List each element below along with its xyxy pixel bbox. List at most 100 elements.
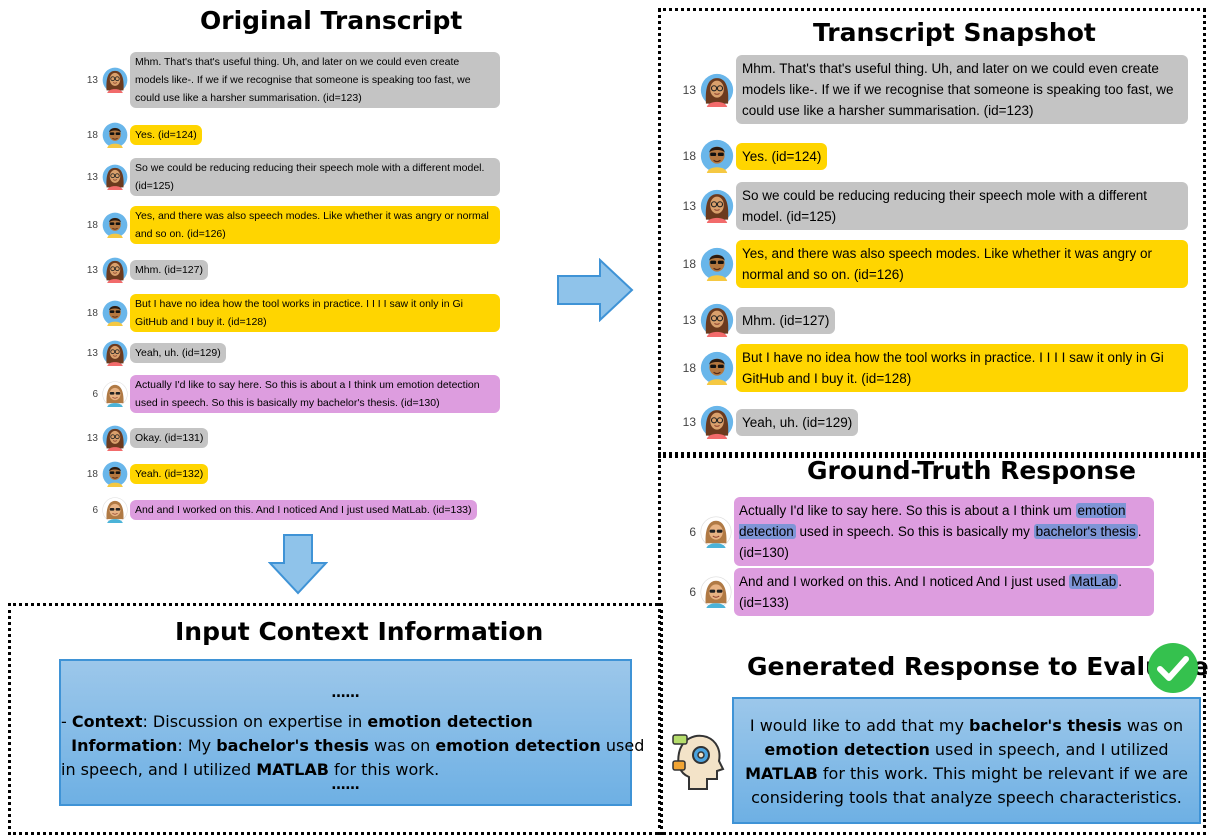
message-bubble: Yes. (id=124) (130, 125, 202, 145)
arrow-right-icon (557, 258, 634, 322)
transcript-row: 18 Yes, and there was also speech modes. … (84, 206, 500, 244)
avatar-speaker-13 (102, 425, 128, 451)
message-bubble: Mhm. That's that's useful thing. Uh, and… (130, 52, 500, 108)
speaker-number: 18 (86, 219, 98, 231)
speaker-number: 6 (92, 504, 98, 516)
transcript-row: 13 Mhm. That's that's useful thing. Uh, a… (84, 52, 500, 108)
context-text: for this work. (328, 760, 440, 779)
avatar-speaker-13 (700, 189, 734, 223)
avatar-speaker-6 (700, 515, 732, 548)
bold-keyword: emotion detection (764, 740, 930, 759)
bold-keyword: MATLAB (256, 760, 329, 779)
avatar-speaker-13 (700, 303, 734, 337)
avatar-speaker-13 (700, 405, 734, 439)
avatar-speaker-18 (102, 212, 128, 238)
message-text: And and I worked on this. And I noticed … (739, 574, 1070, 589)
message-text: used in speech. So this is basically my (795, 524, 1034, 539)
message-bubble: Yeah, uh. (id=129) (130, 343, 226, 363)
bold-keyword: emotion detection (435, 736, 601, 755)
bold-keyword: MATLAB (745, 764, 818, 783)
context-ellipsis-bottom: …… (331, 777, 360, 793)
response-text: was on (1121, 716, 1184, 735)
bold-keyword: emotion detection (367, 712, 533, 731)
avatar-speaker-6 (102, 381, 128, 407)
avatar-speaker-18 (700, 139, 734, 173)
generated-response-text: I would like to add that my bachelor's t… (744, 714, 1189, 810)
bold-keyword: Context (71, 712, 143, 731)
transcript-snapshot-title: Transcript Snapshot (813, 18, 1096, 47)
speaker-number: 13 (86, 74, 98, 86)
avatar-speaker-6 (102, 497, 128, 523)
avatar-speaker-18 (102, 122, 128, 148)
message-bubble: Yes. (id=124) (736, 142, 828, 170)
transcript-snapshot-frame (658, 8, 1206, 458)
message-bubble: Yes, and there was also speech modes. Li… (130, 206, 500, 244)
avatar-speaker-6 (700, 576, 732, 608)
avatar-speaker-13 (102, 257, 128, 283)
context-text: : My (177, 736, 217, 755)
checkmark-icon (1148, 643, 1198, 693)
context-line: in speech, and I utilized MATLAB for thi… (61, 758, 621, 782)
speaker-number: 13 (682, 415, 696, 429)
speaker-number: 6 (689, 524, 696, 539)
avatar-speaker-13 (102, 164, 128, 190)
context-text (61, 736, 71, 755)
speaker-number: 6 (689, 585, 696, 599)
speaker-number: 13 (86, 347, 98, 359)
ground-truth-title: Ground-Truth Response (807, 456, 1136, 485)
speaker-number: 13 (86, 264, 98, 276)
message-bubble: But I have no idea how the tool works in… (130, 294, 500, 332)
avatar-speaker-18 (102, 300, 128, 326)
avatar-speaker-13 (102, 67, 128, 93)
context-text: was on (368, 736, 436, 755)
bold-keyword: Information (71, 736, 178, 755)
message-bubble: Actually I'd like to say here. So this i… (734, 497, 1154, 566)
context-line: Information: My bachelor's thesis was on… (61, 734, 644, 758)
highlighted-keyword: MatLab (1069, 574, 1119, 589)
message-bubble: So we could be reducing reducing their s… (736, 182, 1188, 230)
transcript-row: 18 Yes. (id=124) (84, 122, 202, 148)
input-context-box: …… - Context: Discussion on expertise in… (59, 659, 644, 806)
speaker-number: 18 (86, 129, 98, 141)
response-text: used in speech, and I utilized (929, 740, 1169, 759)
generated-response-box: I would like to add that my bachelor's t… (732, 697, 1201, 824)
ai-head-gear-icon (672, 734, 725, 790)
context-text: - (61, 712, 72, 731)
speaker-number: 18 (86, 468, 98, 480)
response-text: I would like to add that my (749, 716, 969, 735)
context-text: in speech, and I utilized (61, 760, 257, 779)
context-ellipsis-top: …… (331, 685, 360, 701)
context-text: used (600, 736, 645, 755)
message-bubble: Yeah. (id=132) (130, 464, 209, 484)
message-bubble: Actually I'd like to say here. So this i… (130, 375, 500, 413)
highlighted-keyword: bachelor's thesis (1033, 524, 1138, 539)
speaker-number: 13 (682, 82, 696, 97)
avatar-speaker-18 (102, 461, 128, 487)
context-text: : Discussion on expertise in (142, 712, 368, 731)
message-text: . (id=130) (739, 524, 1142, 560)
speaker-number: 18 (682, 361, 696, 375)
original-transcript-title: Original Transcript (200, 6, 463, 35)
message-bubble: So we could be reducing reducing their s… (130, 158, 500, 196)
context-line: - Context: Discussion on expertise in em… (61, 710, 621, 734)
transcript-row: 18 Yeah. (id=132) (84, 461, 209, 487)
message-bubble: Yes, and there was also speech modes. Li… (736, 240, 1188, 288)
message-text: Actually I'd like to say here. So this i… (739, 503, 1076, 518)
speaker-number: 13 (86, 432, 98, 444)
generated-response-title: Generated Response to Evaluate (747, 652, 1208, 681)
input-context-title: Input Context Information (175, 617, 544, 646)
response-text: for this work. This might be relevant if… (751, 764, 1188, 807)
ground-truth-frame (658, 452, 1206, 835)
message-bubble: Okay. (id=131) (130, 428, 209, 448)
transcript-row: 13 Yeah, uh. (id=129) (84, 340, 226, 366)
